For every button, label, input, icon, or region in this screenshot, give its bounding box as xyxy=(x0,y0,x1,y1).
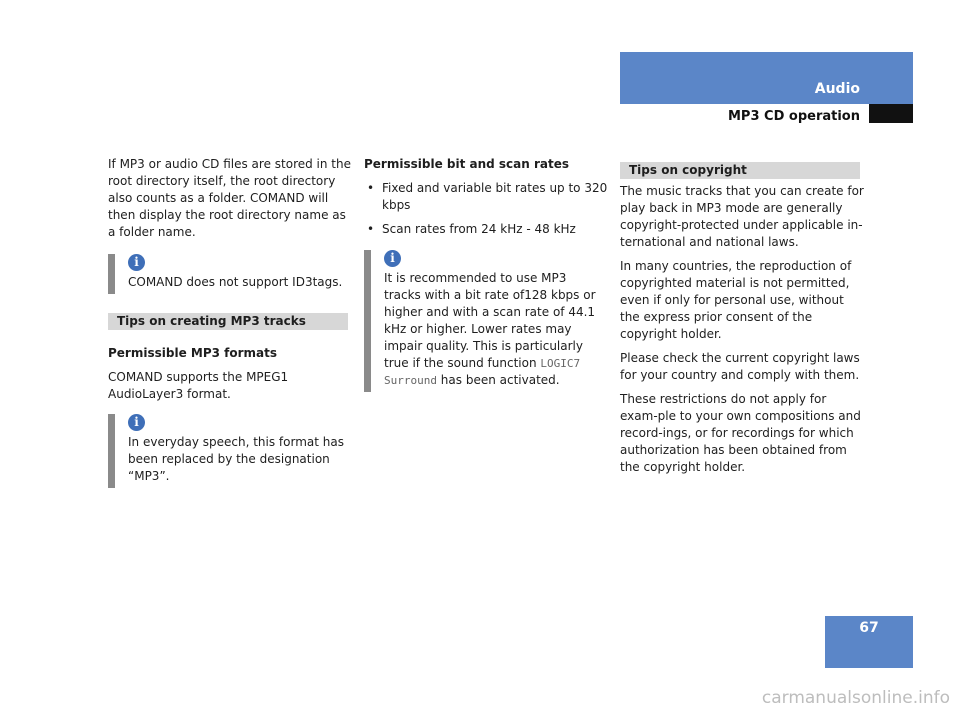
note-id3tags: i COMAND does not support ID3tags. xyxy=(108,254,352,294)
header-section-box xyxy=(620,52,913,104)
section-bar-mp3-tracks: Tips on creating MP3 tracks xyxy=(108,313,348,330)
note-bitrate-recommendation: i It is recommended to use MP3 tracks wi… xyxy=(364,250,606,392)
formats-block: Permissible MP3 formats COMAND supports … xyxy=(108,345,352,410)
note-mp3-designation: i In everyday speech, this format has be… xyxy=(108,414,352,488)
info-icon: i xyxy=(128,254,145,271)
note-bitrate-text-part2: has been activated. xyxy=(436,373,560,387)
info-icon: i xyxy=(128,414,145,431)
formats-text: COMAND supports the MPEG1 AudioLayer3 fo… xyxy=(108,370,289,401)
rates-heading: Permissible bit and scan rates xyxy=(364,157,570,171)
bullet-icon: • xyxy=(367,181,375,195)
copyright-paragraph: In many countries, the reproduction of c… xyxy=(620,259,852,341)
header-section-label: Audio xyxy=(814,81,860,97)
note-bitrate-text: It is recommended to use MP3 tracks with… xyxy=(384,270,606,389)
list-item: • Scan rates from 24 kHz - 48 kHz xyxy=(364,221,608,238)
list-item-text: Scan rates from 24 kHz - 48 kHz xyxy=(382,222,576,236)
copyright-paragraph: The music tracks that you can create for… xyxy=(620,184,864,249)
note-id3tags-text: COMAND does not support ID3tags. xyxy=(128,275,343,289)
note-mp3-designation-text: In everyday speech, this format has been… xyxy=(128,435,344,483)
info-icon: i xyxy=(384,250,401,267)
page-number-box: 67 xyxy=(825,616,913,668)
page-number: 67 xyxy=(859,620,879,636)
note-bitrate-text-part1: It is recommended to use MP3 tracks with… xyxy=(384,271,596,370)
list-item-text: Fixed and variable bit rates up to 320 k… xyxy=(382,181,608,212)
list-item: • Fixed and variable bit rates up to 320… xyxy=(364,180,608,214)
sound-function-name: LOGIC7 Surround xyxy=(384,357,581,387)
column-2-rates: Permissible bit and scan rates • Fixed a… xyxy=(364,156,608,245)
copyright-paragraph: Please check the current copyright laws … xyxy=(620,351,860,382)
bullet-icon: • xyxy=(367,222,375,236)
intro-paragraph: If MP3 or audio CD files are stored in t… xyxy=(108,157,351,239)
header-tab-marker xyxy=(869,104,913,123)
page-title: MP3 CD operation xyxy=(728,109,860,124)
watermark: carmanualsonline.info xyxy=(761,688,950,708)
formats-heading: Permissible MP3 formats xyxy=(108,346,278,360)
section-bar-copyright: Tips on copyright xyxy=(620,162,860,179)
column-3-copyright: The music tracks that you can create for… xyxy=(620,183,864,483)
copyright-paragraph: These restrictions do not apply for exam… xyxy=(620,392,861,474)
column-1-intro: If MP3 or audio CD files are stored in t… xyxy=(108,156,352,248)
